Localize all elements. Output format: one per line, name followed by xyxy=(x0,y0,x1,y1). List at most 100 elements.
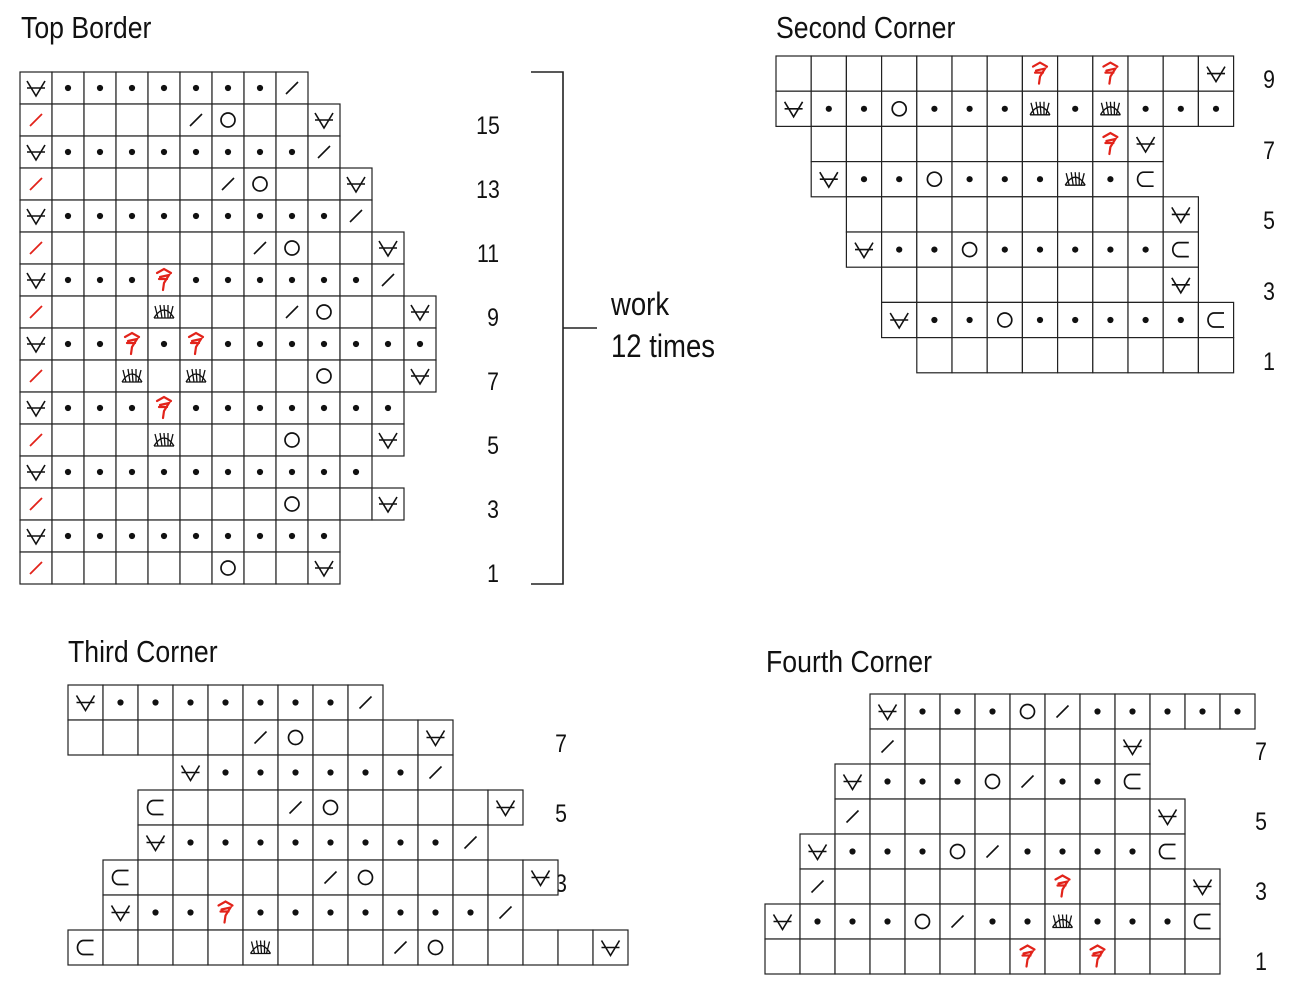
grid-cell xyxy=(67,929,104,966)
grid-cell xyxy=(83,487,117,521)
grid-cell xyxy=(1127,266,1164,304)
dot-symbol xyxy=(224,468,232,476)
grid-cell xyxy=(83,455,117,489)
grid-cell xyxy=(775,55,812,92)
grid-cell xyxy=(845,55,883,92)
grid-cell xyxy=(83,231,117,265)
grid-cell xyxy=(137,929,174,966)
grid-cell xyxy=(147,551,181,585)
grid-cell xyxy=(1056,196,1094,233)
grid-cell xyxy=(115,167,149,201)
grid-cell xyxy=(916,161,953,198)
grid-cell xyxy=(1009,868,1046,905)
grid-cell xyxy=(211,231,245,265)
dot-symbol xyxy=(64,276,72,284)
row-number: 7 xyxy=(487,368,499,396)
row-number: 3 xyxy=(1255,878,1267,906)
dot-symbol xyxy=(884,848,891,855)
grid-cell xyxy=(147,103,181,137)
grid-cell xyxy=(1056,125,1094,163)
grid-cell xyxy=(939,833,976,870)
grid-cell xyxy=(51,295,85,329)
grid-cell xyxy=(211,295,245,329)
dot-symbol xyxy=(96,148,104,156)
dot-symbol xyxy=(192,404,200,412)
dot-symbol xyxy=(1024,918,1031,925)
row-number: 5 xyxy=(487,432,499,460)
top-border-title: Top Border xyxy=(21,10,152,45)
repeat-bracket xyxy=(531,71,597,585)
grid-cell xyxy=(417,859,454,896)
grid-cell xyxy=(951,125,988,163)
dot-symbol xyxy=(954,778,961,785)
grid-cell xyxy=(1009,693,1046,730)
grid-cell xyxy=(277,719,314,756)
dot-symbol xyxy=(919,708,926,715)
dot-symbol xyxy=(467,909,474,916)
dot-symbol xyxy=(849,918,856,925)
grid-cell xyxy=(951,337,988,374)
third-corner-title: Third Corner xyxy=(68,634,218,669)
dot-symbol xyxy=(432,839,439,846)
dot-symbol xyxy=(257,909,264,916)
dot-symbol xyxy=(352,340,360,348)
top-border-chart xyxy=(19,71,437,585)
grid-cell xyxy=(277,859,314,896)
grid-cell xyxy=(986,266,1024,304)
grid-cell xyxy=(51,551,85,585)
grid-cell xyxy=(1044,728,1081,765)
grid-cell xyxy=(1114,938,1151,975)
dot-symbol xyxy=(320,340,328,348)
grid-cell xyxy=(339,423,373,457)
dot-symbol xyxy=(1072,246,1079,253)
grid-cell xyxy=(211,423,245,457)
dot-symbol xyxy=(224,212,232,220)
grid-cell xyxy=(179,487,213,521)
dot-symbol xyxy=(128,148,136,156)
dot-symbol xyxy=(117,699,124,706)
grid-cell xyxy=(347,929,384,966)
grid-cell xyxy=(207,859,244,896)
grid-cell xyxy=(51,103,85,137)
grid-cell xyxy=(951,55,988,92)
grid-cell xyxy=(211,359,245,393)
grid-cell xyxy=(115,487,149,521)
dot-symbol xyxy=(288,340,296,348)
grid-cell xyxy=(147,167,181,201)
grid-cell xyxy=(452,859,489,896)
row-number: 3 xyxy=(555,870,567,898)
grid-cell xyxy=(845,125,883,163)
dot-symbol xyxy=(1212,105,1220,112)
grid-cell xyxy=(243,167,277,201)
dot-symbol xyxy=(1036,246,1044,253)
grid-cell xyxy=(1149,938,1186,975)
grid-cell xyxy=(1009,798,1046,835)
grid-cell xyxy=(904,798,941,835)
dot-symbol xyxy=(1001,246,1008,253)
grid-cell xyxy=(307,231,341,265)
grid-cell xyxy=(382,859,419,896)
dot-symbol xyxy=(96,532,104,540)
grid-cell xyxy=(275,103,309,137)
grid-cell xyxy=(916,125,953,163)
grid-cell xyxy=(1079,798,1116,835)
grid-cell xyxy=(951,196,988,233)
second-corner-chart xyxy=(775,55,1235,374)
grid-cell xyxy=(951,266,988,304)
grid-cell xyxy=(1184,903,1221,940)
third-corner-chart xyxy=(67,684,629,966)
dot-symbol xyxy=(931,105,938,112)
grid-cell xyxy=(339,231,373,265)
dot-symbol xyxy=(160,212,168,220)
second-corner-title: Second Corner xyxy=(776,10,956,45)
grid-cell xyxy=(307,295,341,329)
grid-cell xyxy=(810,125,848,163)
grid-cell xyxy=(1021,196,1059,233)
grid-cell xyxy=(916,337,953,374)
dot-symbol xyxy=(288,212,296,220)
grid-cell xyxy=(211,487,245,521)
dot-symbol xyxy=(1142,105,1149,112)
grid-cell xyxy=(275,487,309,521)
grid-cell xyxy=(137,719,174,756)
grid-cell xyxy=(19,295,53,329)
